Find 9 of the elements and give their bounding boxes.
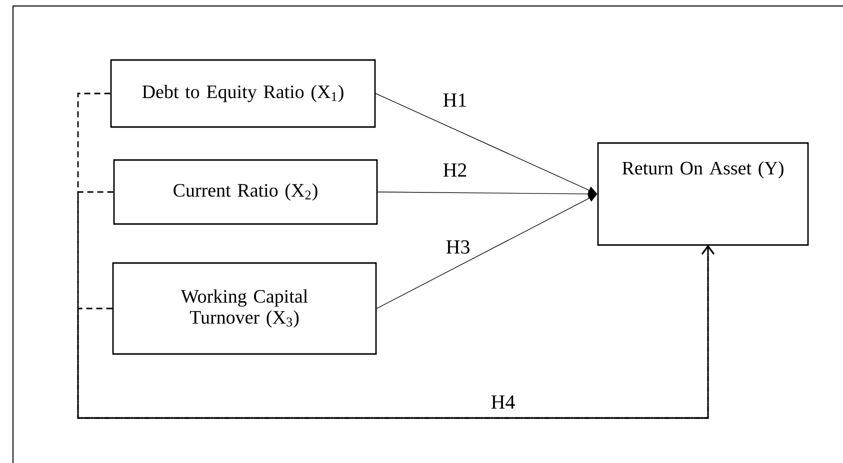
edge-label: H3 xyxy=(444,239,472,255)
variable-box: Debt to Equity Ratio (X$_{1}$) xyxy=(110,59,376,128)
dashed-arrow xyxy=(77,245,715,419)
edge-label: H2 xyxy=(442,162,468,178)
variable-box: Current Ratio (X$_{2}$) xyxy=(113,159,378,225)
variable-box: Working Capital Turnover (X$_{3}$) xyxy=(112,262,377,355)
variable-box: Return On Asset (Y) xyxy=(597,142,809,246)
edge-label: H4 xyxy=(490,394,516,410)
edge-label: H1 xyxy=(442,92,468,108)
